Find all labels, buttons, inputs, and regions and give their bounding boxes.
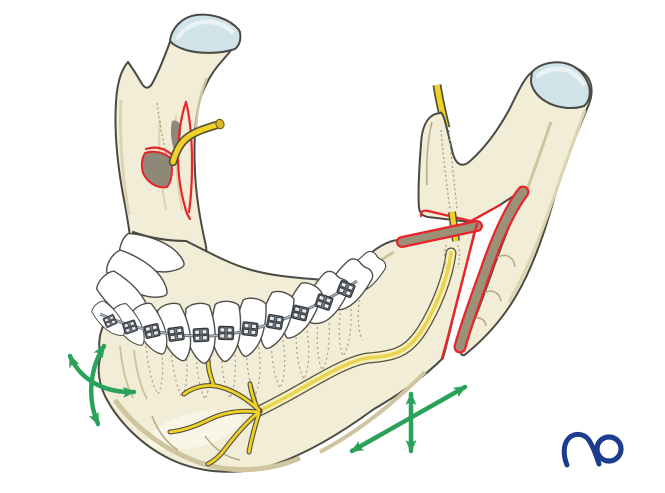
bracket <box>192 327 210 343</box>
dotted-canal-outline <box>457 244 461 269</box>
posterior-border-shading <box>507 109 587 303</box>
mobility-arrows-left <box>64 341 137 428</box>
chin-highlight <box>148 409 242 451</box>
body-posterior-border-red <box>440 222 479 360</box>
cartilage-highlight <box>175 19 235 41</box>
left-ramus-condyle <box>114 13 242 286</box>
root-striation <box>133 349 148 400</box>
lower-border-shade <box>319 370 427 454</box>
ao-logo-letter-o <box>594 434 624 464</box>
left-fracture-line <box>144 146 173 156</box>
chin-texture-line <box>151 415 179 451</box>
bracket <box>290 304 310 322</box>
ao-logo-letter-a <box>561 431 602 468</box>
bracket <box>241 320 259 338</box>
lower-border-shade <box>112 398 301 473</box>
fracture-defect-gray <box>140 150 173 189</box>
right-neck-shading <box>525 121 553 191</box>
right-angle-fracture <box>396 185 530 360</box>
ramus-cut-edge-red <box>419 203 502 223</box>
ian-bright-core <box>257 251 453 413</box>
bracket <box>217 325 235 341</box>
mobility-arrows-right <box>347 381 470 457</box>
cartilage-highlight <box>535 66 586 87</box>
left-fracture-line <box>176 100 192 221</box>
bracket <box>265 313 285 331</box>
shelf-cut-surface <box>398 222 481 246</box>
angle-texture-line <box>495 254 516 268</box>
nerve-path-dotted <box>448 129 458 211</box>
dotted-canal-outline <box>443 244 447 269</box>
mental-nerve-branches <box>167 357 262 467</box>
diagonal-cut-surface <box>455 187 528 352</box>
left-neck-shading <box>194 77 209 133</box>
left-fracture-line <box>184 100 194 214</box>
bracket <box>142 322 162 340</box>
bracket <box>166 325 186 343</box>
dotted-tooth-roots <box>145 294 363 401</box>
teeth-row <box>88 228 390 366</box>
ao-logo: AO <box>561 431 624 468</box>
coronoid-inner-contour <box>426 121 433 186</box>
inferior-alveolar-nerve <box>167 247 457 467</box>
straight-arrow-diagonal <box>349 384 468 454</box>
root-striation <box>119 345 134 399</box>
left-nerve-core <box>170 121 223 165</box>
nerve-path-dotted <box>440 129 451 211</box>
left-nerve-cut-end <box>215 118 225 130</box>
left-anterior-border-shade <box>118 99 131 216</box>
